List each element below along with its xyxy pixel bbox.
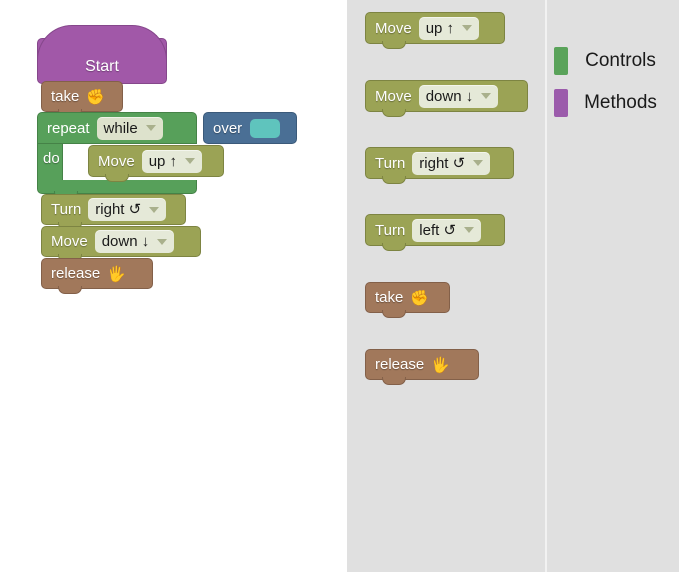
palette-block-verb: Move xyxy=(375,87,412,105)
palette-turn-left-dropdown[interactable]: left ↺ xyxy=(412,218,482,242)
palette-turn-right-value: right ↺ xyxy=(419,154,466,172)
block-notch xyxy=(58,286,82,294)
block-notch xyxy=(382,109,406,117)
block-repeat-header[interactable]: repeat while xyxy=(37,112,197,144)
block-move-label: Move xyxy=(51,233,88,250)
block-notch xyxy=(382,176,406,184)
turn-direction-dropdown[interactable]: right ↺ xyxy=(88,198,167,221)
block-start[interactable]: Start xyxy=(37,25,167,84)
sidebar-item-label: Controls xyxy=(585,50,656,71)
palette-move-up-dropdown[interactable]: up ↑ xyxy=(418,16,480,40)
block-notch xyxy=(382,377,406,385)
block-release[interactable]: release 🖐 xyxy=(41,258,153,294)
move-direction-value: down ↓ xyxy=(101,233,150,250)
hand-icon: 🖐 xyxy=(431,356,450,374)
fist-icon: ✊ xyxy=(86,88,106,106)
move-direction-dropdown[interactable]: up ↑ xyxy=(141,149,203,173)
repeat-mode-value: while xyxy=(103,119,138,137)
condition-socket-input[interactable] xyxy=(250,118,281,138)
block-repeat[interactable]: repeat while do xyxy=(37,112,197,199)
chevron-down-icon xyxy=(473,160,484,166)
fist-icon: ✊ xyxy=(410,289,430,307)
palette-block-verb: release xyxy=(375,356,425,373)
start-hat-shape xyxy=(37,25,167,60)
palette-turn-right-dropdown[interactable]: right ↺ xyxy=(412,151,491,175)
palette-block-release[interactable]: release 🖐 xyxy=(365,349,479,385)
block-turn-right[interactable]: Turn right ↺ xyxy=(41,194,186,230)
sidebar-item-label: Methods xyxy=(584,92,657,113)
block-repeat-label: repeat xyxy=(47,119,90,137)
chevron-down-icon xyxy=(157,238,168,245)
block-repeat-do-label: do xyxy=(43,150,60,167)
palette-block-turn-right[interactable]: Turn right ↺ xyxy=(365,147,514,184)
chevron-down-icon xyxy=(462,25,473,31)
palette-move-down-dropdown[interactable]: down ↓ xyxy=(418,84,499,108)
methods-color-swatch xyxy=(554,89,568,117)
palette-block-move-up[interactable]: Move up ↑ xyxy=(365,12,505,49)
palette-block-move-down[interactable]: Move down ↓ xyxy=(365,80,528,117)
block-palette[interactable]: Move up ↑ Move down ↓ Turn right ↺ Turn … xyxy=(347,0,547,572)
palette-move-up-value: up ↑ xyxy=(425,19,455,37)
workspace-canvas[interactable]: Start take ✊ repeat while do over Move u… xyxy=(0,0,347,572)
category-sidebar[interactable]: Actions Controls Methods xyxy=(547,0,679,572)
block-repeat-arm xyxy=(37,144,63,180)
sidebar-item-controls[interactable]: Controls xyxy=(547,47,679,75)
palette-block-verb: Turn xyxy=(375,221,406,239)
block-over-label: over xyxy=(213,119,243,137)
sidebar-item-methods[interactable]: Methods xyxy=(547,89,679,117)
chevron-down-icon xyxy=(185,158,196,164)
palette-block-turn-left[interactable]: Turn left ↺ xyxy=(365,214,505,251)
turn-direction-value: right ↺ xyxy=(95,201,142,218)
block-release-label: release xyxy=(51,265,101,282)
block-repeat-footer xyxy=(37,180,197,199)
block-move-up-nested[interactable]: Move up ↑ xyxy=(88,145,224,182)
block-start-label: Start xyxy=(85,58,119,75)
palette-block-verb: Move xyxy=(375,19,412,37)
repeat-mode-dropdown[interactable]: while xyxy=(96,116,163,140)
palette-turn-left-value: left ↺ xyxy=(419,221,457,239)
block-notch xyxy=(105,174,129,182)
controls-color-swatch xyxy=(554,47,568,75)
chevron-down-icon xyxy=(481,93,492,99)
block-move-label: Move xyxy=(98,152,135,170)
hand-icon: 🖐 xyxy=(107,265,126,283)
block-notch xyxy=(382,243,406,251)
panel-divider xyxy=(545,0,547,572)
block-notch xyxy=(382,41,406,49)
block-move-down[interactable]: Move down ↓ xyxy=(41,226,201,262)
palette-move-down-value: down ↓ xyxy=(425,87,474,105)
block-take-label: take xyxy=(51,88,80,105)
block-notch xyxy=(382,310,406,318)
move-direction-dropdown[interactable]: down ↓ xyxy=(94,230,175,253)
block-take[interactable]: take ✊ xyxy=(41,81,123,117)
block-turn-label: Turn xyxy=(51,201,82,218)
palette-block-verb: Turn xyxy=(375,154,406,172)
move-direction-value: up ↑ xyxy=(148,152,178,170)
block-over-condition[interactable]: over xyxy=(203,112,297,144)
chevron-down-icon xyxy=(149,206,160,213)
chevron-down-icon xyxy=(464,227,475,233)
palette-block-verb: take xyxy=(375,289,404,306)
chevron-down-icon xyxy=(145,125,156,131)
palette-block-take[interactable]: take ✊ xyxy=(365,282,450,318)
